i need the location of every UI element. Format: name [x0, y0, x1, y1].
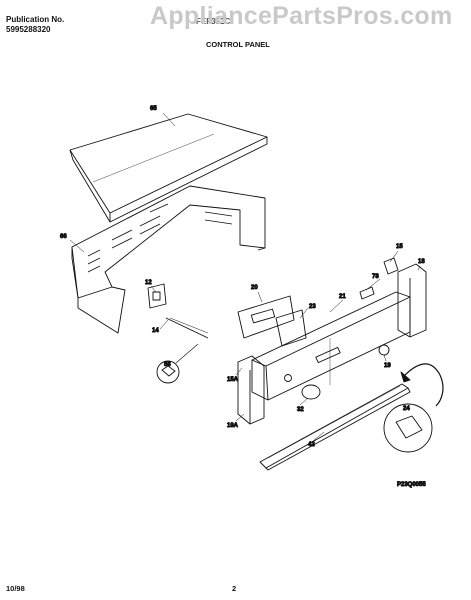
label-42: 42 [308, 442, 315, 448]
publication-number: 5995288320 [6, 25, 51, 34]
label-32: 32 [297, 407, 304, 413]
screw-shaft [165, 317, 209, 339]
label-58: 58 [164, 362, 171, 368]
label-18: 18 [418, 259, 425, 265]
label-78: 78 [372, 274, 379, 280]
label-19: 19 [384, 363, 391, 369]
label-66: 66 [60, 234, 67, 240]
label-12: 12 [145, 280, 152, 286]
label-21: 21 [339, 294, 346, 300]
label-15a: 15A [227, 377, 239, 383]
label-20: 20 [251, 285, 258, 291]
timer-module [237, 295, 307, 347]
footer-page: 2 [232, 584, 237, 593]
label-15: 15 [396, 244, 403, 250]
curved-arrow [403, 363, 444, 407]
top-cover [69, 113, 268, 223]
leader-lines [69, 112, 421, 442]
end-cap-right [383, 257, 427, 338]
arrow-head [400, 371, 411, 383]
knob [301, 384, 321, 400]
screw-callout-circle [156, 360, 180, 384]
detail-callout-circle [383, 403, 433, 453]
label-23: 23 [309, 304, 316, 310]
publication-label: Publication No. [6, 15, 65, 24]
section-title: CONTROL PANEL [206, 40, 270, 49]
clip [359, 286, 375, 300]
indicator-light [378, 344, 390, 356]
label-65: 65 [150, 106, 157, 112]
label-14: 14 [152, 328, 159, 334]
label-24: 24 [403, 406, 410, 412]
label-19a: 19A [227, 423, 239, 429]
trim-strip [259, 383, 411, 471]
screw-head [161, 365, 176, 377]
end-cap-left [237, 355, 265, 425]
back-wrapper [71, 185, 266, 334]
drawing-code: P23Q0055 [397, 482, 426, 488]
bracket [147, 283, 167, 309]
knob-stem [284, 374, 292, 382]
watermark: AppliancePartsPros.com [150, 2, 453, 30]
detail-part [395, 415, 423, 439]
footer-date: 10/98 [6, 584, 25, 593]
model-number: FEF352C [196, 17, 231, 26]
